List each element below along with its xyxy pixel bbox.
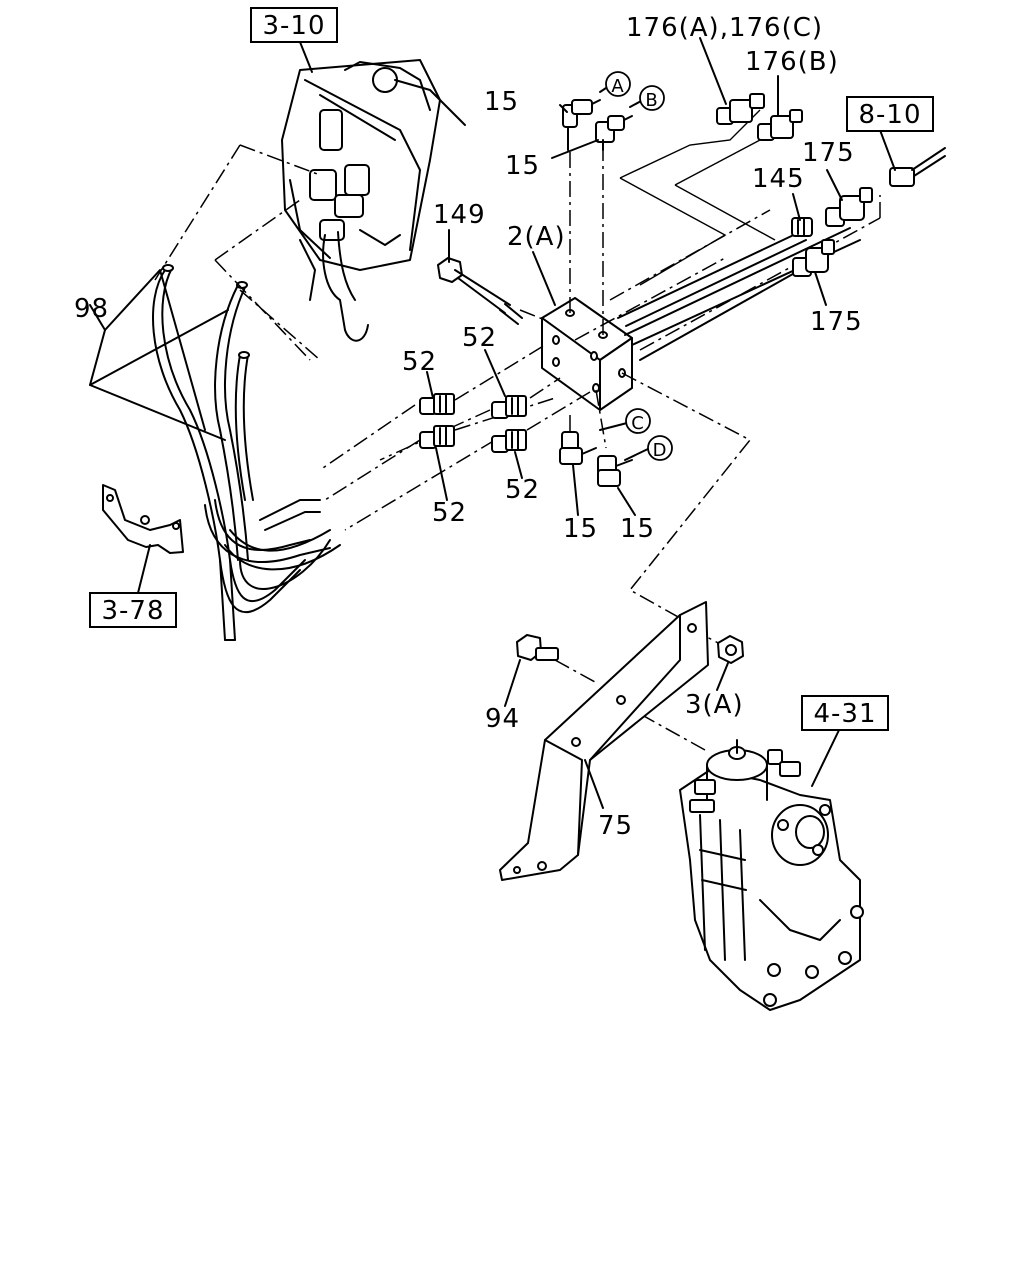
brake-valve-assembly [281, 59, 466, 342]
ref-box-3-78[interactable]: 3-78 [89, 592, 177, 628]
switch-176a-176c [716, 93, 765, 125]
clip-3-78 [102, 484, 184, 554]
svg-text:C: C [631, 413, 645, 434]
switch-175-upper [825, 187, 873, 227]
leader-52-pipe-4 [344, 439, 496, 531]
circle-marker-a: A [605, 71, 631, 97]
fitting-52-lower-right [491, 429, 527, 453]
callout-94: 94 [485, 704, 520, 734]
callout-75: 75 [598, 811, 633, 841]
switch-175-lower [792, 239, 835, 277]
callout-15-bottom-d: 15 [620, 514, 655, 544]
leader-valve-pipe-5 [239, 289, 321, 361]
callout-176ac: 176(A),176(C) [626, 13, 823, 43]
leader-bracket-2 [614, 699, 706, 751]
svg-text:3-10: 3-10 [262, 11, 325, 41]
bolt-94 [516, 634, 559, 661]
leader-block-10 [621, 372, 752, 619]
ref-box-4-31[interactable]: 4-31 [801, 695, 889, 731]
elbow-fitting-d [597, 455, 633, 487]
leader-52-4 [526, 391, 591, 431]
leader-52-pipe-2 [324, 439, 421, 501]
leader-block-9 [595, 389, 607, 449]
leader-52-pipe-1 [319, 404, 416, 471]
elbow-fitting-a [562, 99, 601, 128]
callout-98: 98 [74, 294, 109, 324]
ref-box-3-10[interactable]: 3-10 [250, 7, 338, 43]
power-steering-unit [679, 739, 864, 1011]
fitting-52-upper-right [491, 395, 527, 419]
callout-175-bottom: 175 [810, 307, 863, 337]
svg-text:3-78: 3-78 [101, 596, 164, 626]
callout-149: 149 [433, 200, 486, 230]
elbow-fitting-c [559, 431, 597, 465]
switch-176b [757, 109, 803, 141]
fitting-52-lower-left [419, 425, 455, 449]
callout-52-upper-left: 52 [402, 347, 437, 377]
leader-lines [89, 37, 896, 809]
callout-52-upper-right: 52 [462, 323, 497, 353]
callout-15-top-a: 15 [484, 87, 519, 117]
bolt-149 [437, 257, 523, 325]
circle-marker-d: D [647, 435, 673, 461]
callout-52-lower-left: 52 [432, 498, 467, 528]
callout-15-top-b: 15 [505, 151, 540, 181]
leader-52-1 [454, 344, 546, 401]
callout-145: 145 [752, 164, 805, 194]
svg-text:D: D [653, 440, 668, 461]
callout-52-lower-right: 52 [505, 475, 540, 505]
callout-3a: 3(A) [685, 690, 744, 720]
callout-2a: 2(A) [507, 222, 566, 252]
pipe-bundle [152, 264, 341, 641]
ref-box-8-10[interactable]: 8-10 [846, 96, 934, 132]
leader-block-4 [609, 209, 771, 301]
plug-145 [791, 217, 813, 237]
circle-marker-b: B [639, 85, 665, 111]
svg-text:8-10: 8-10 [858, 100, 921, 130]
callout-15-bottom-c: 15 [563, 514, 598, 544]
leader-valve-pipe-2 [239, 144, 321, 176]
leader-valve-pipe-3 [214, 199, 301, 261]
bracket-75 [499, 601, 709, 881]
circle-marker-c: C [625, 408, 651, 434]
svg-text:A: A [611, 76, 624, 97]
svg-text:B: B [645, 90, 658, 111]
svg-text:4-31: 4-31 [813, 699, 876, 729]
nut-3a [717, 635, 744, 664]
leader-bolt-94 [554, 659, 596, 683]
callout-176b: 176(B) [745, 47, 839, 77]
connector-8-10 [889, 147, 946, 187]
leader-valve-pipe-1 [154, 144, 241, 281]
callout-175-top: 175 [802, 138, 855, 168]
distribution-block [541, 297, 633, 411]
elbow-fitting-b [595, 115, 633, 143]
fitting-52-upper-left [419, 393, 455, 415]
leader-52-2 [529, 377, 561, 399]
leader-block-7 [519, 309, 546, 321]
